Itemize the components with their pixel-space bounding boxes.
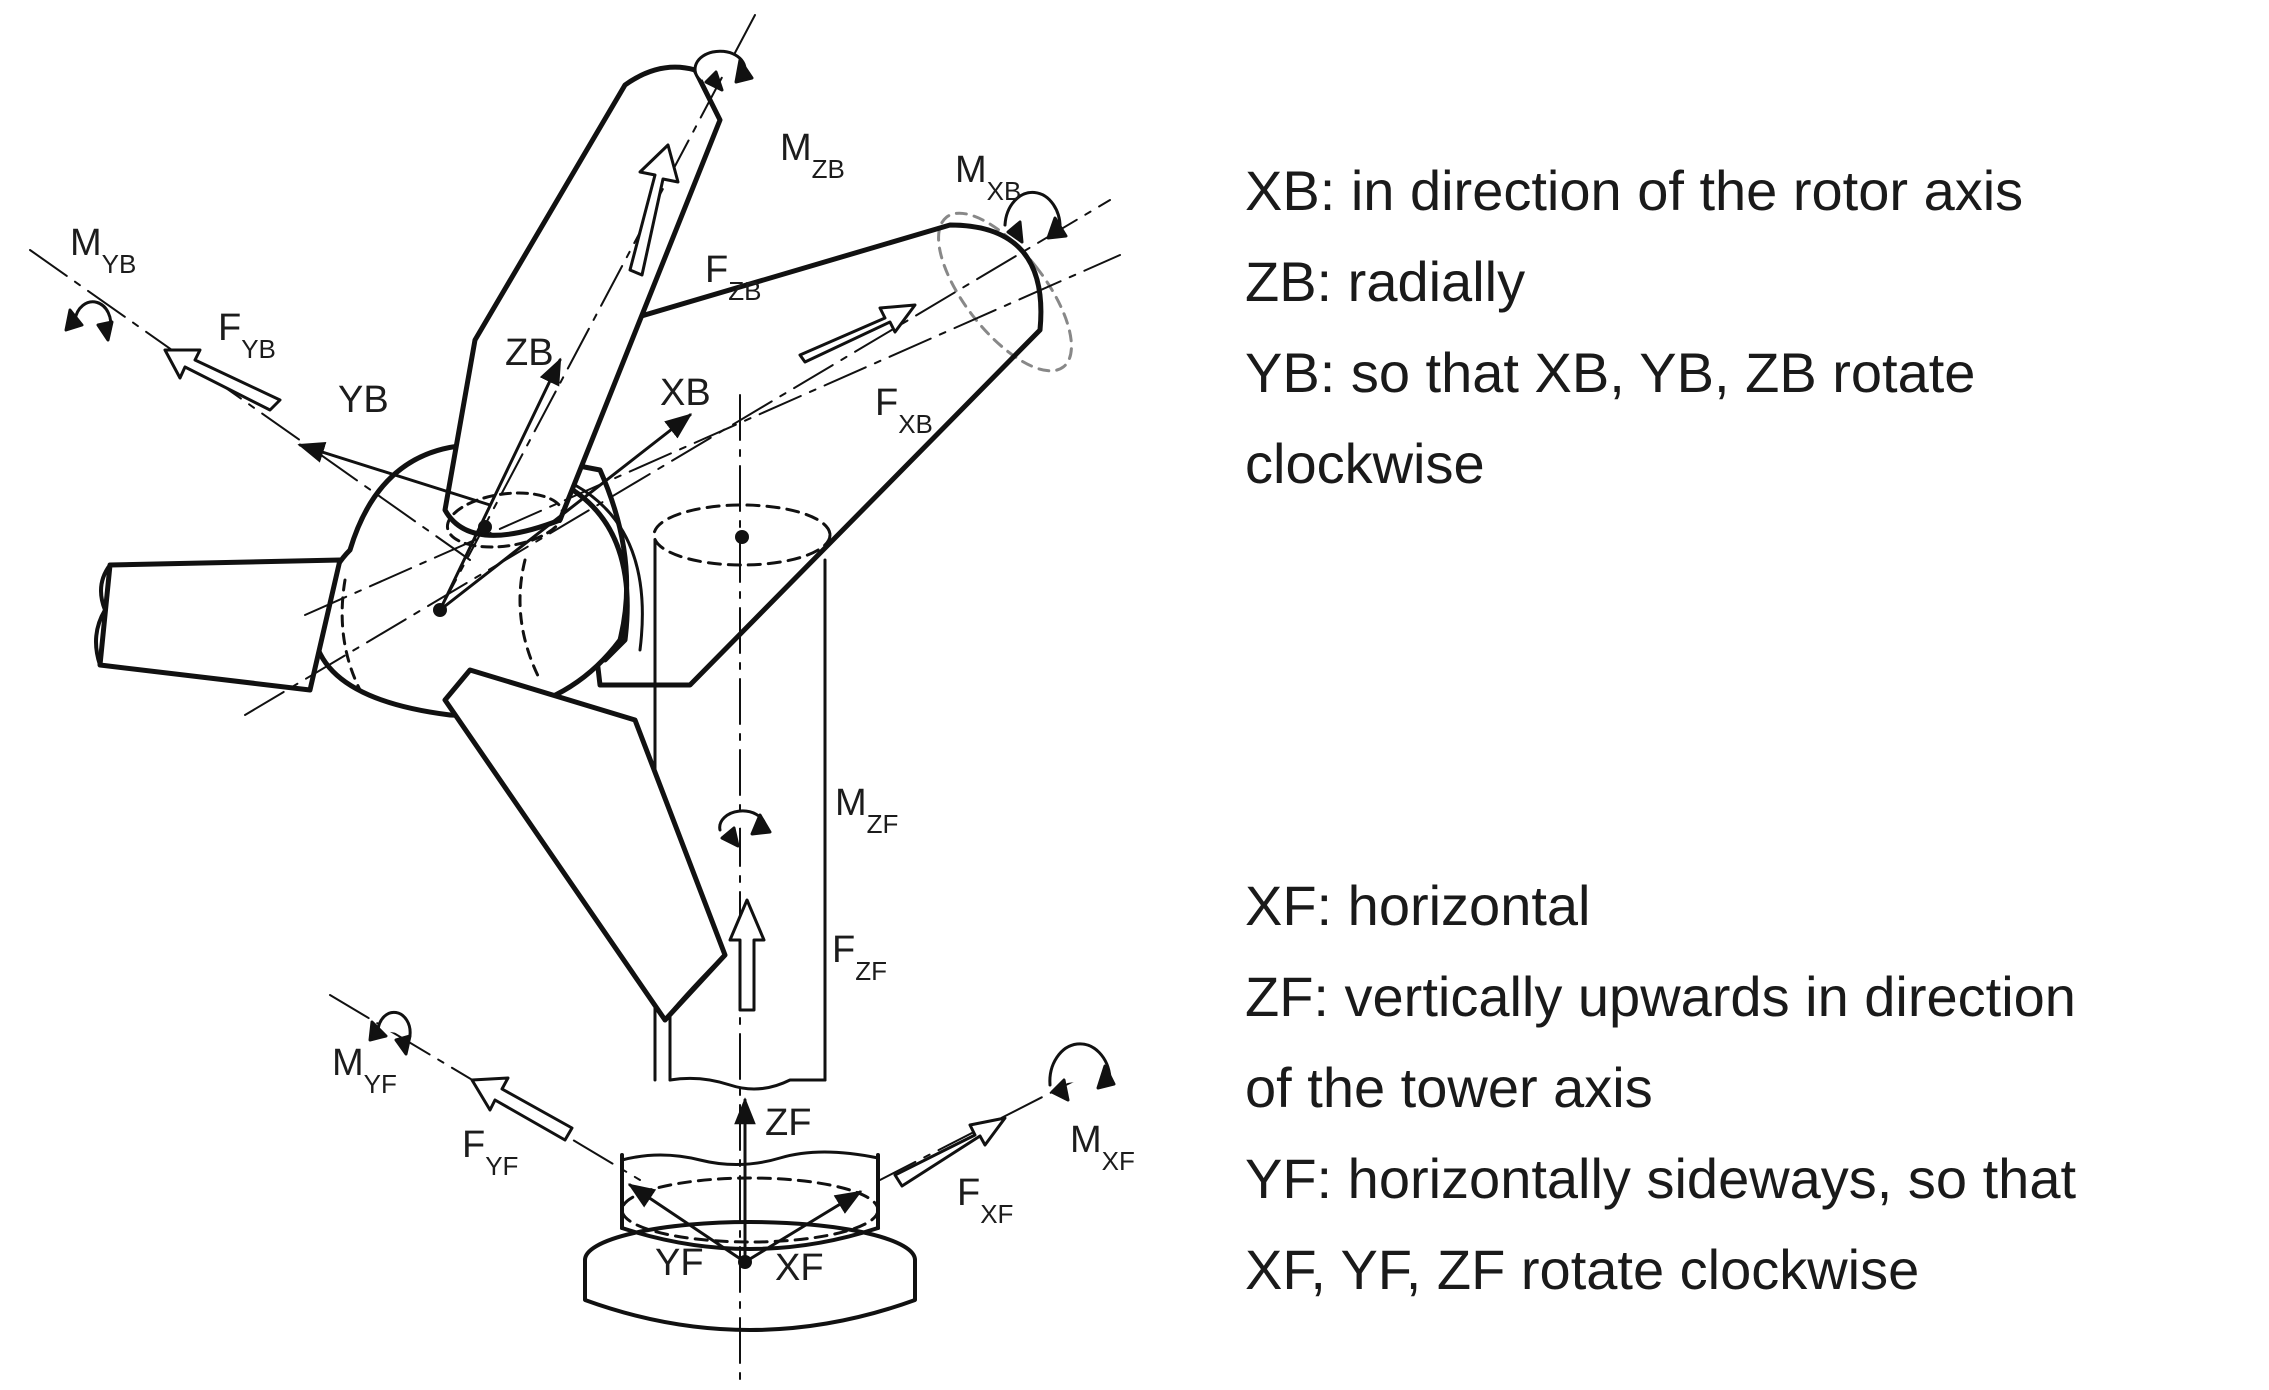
force-arrow-fxb [798, 303, 917, 364]
force-arrow-fzf [728, 898, 766, 1012]
description-line: XF: horizontal [1245, 874, 1591, 937]
moment-symbol-myf [368, 1010, 412, 1056]
blade-axes-description: XB: in direction of the rotor axis ZB: r… [1245, 145, 2023, 509]
force-arrow-fzb [628, 143, 680, 277]
description-line: ZB: radially [1245, 250, 1526, 313]
label-m-zb: MZB [780, 127, 845, 184]
label-yf: YF [655, 1242, 704, 1284]
blade-axes [297, 357, 693, 612]
force-arrow-fyf [470, 1076, 574, 1142]
description-line: YF: horizontally sideways, so that [1245, 1147, 2077, 1210]
label-zb: ZB [505, 332, 554, 374]
description-line: XF, YF, ZF rotate clockwise [1245, 1238, 1920, 1301]
moment-symbol-myb [64, 300, 114, 342]
label-f-xb: FXB [875, 382, 933, 439]
description-line: ZF: vertically upwards in direction [1245, 965, 2076, 1028]
force-arrow-fxf [893, 1116, 1007, 1188]
blade-bottom [442, 667, 728, 1023]
foundation-axes [627, 1097, 863, 1264]
force-arrow-fyb [163, 348, 282, 412]
label-m-zf: MZF [835, 782, 898, 839]
nacelle [557, 211, 1073, 688]
moment-symbol-mxf [1048, 1042, 1116, 1102]
description-line: XB: in direction of the rotor axis [1245, 159, 2024, 222]
moment-symbol-mzb [693, 49, 754, 92]
center-points [433, 520, 752, 1269]
label-f-zf: FZF [832, 929, 887, 986]
label-yb: YB [338, 379, 389, 421]
label-zf: ZF [765, 1102, 811, 1144]
label-m-yb: MYB [70, 222, 136, 279]
blade-left [94, 557, 343, 693]
description-line: of the tower axis [1245, 1056, 1653, 1119]
label-f-zb: FZB [705, 249, 761, 306]
label-m-xf: MXF [1070, 1119, 1135, 1176]
label-f-yb: FYB [218, 307, 276, 364]
label-f-yf: FYF [462, 1124, 518, 1181]
description-line: clockwise [1245, 432, 1485, 495]
moment-symbol-mxb [1003, 190, 1068, 244]
label-xb: XB [660, 372, 711, 414]
moment-symbol-mzf [718, 809, 772, 848]
foundation-axes-description: XF: horizontal ZF: vertically upwards in… [1245, 860, 2076, 1315]
tower-base [583, 1150, 917, 1332]
label-f-xf: FXF [957, 1172, 1013, 1229]
label-m-yf: MYF [332, 1042, 397, 1099]
description-line: YB: so that XB, YB, ZB rotate [1245, 341, 1976, 404]
label-m-xb: MXB [955, 149, 1021, 206]
diagram-labels: MZB MXB MYB FZB FYB FXB ZB XB YB MZF FZF… [70, 127, 1135, 1289]
label-xf: XF [775, 1247, 824, 1289]
